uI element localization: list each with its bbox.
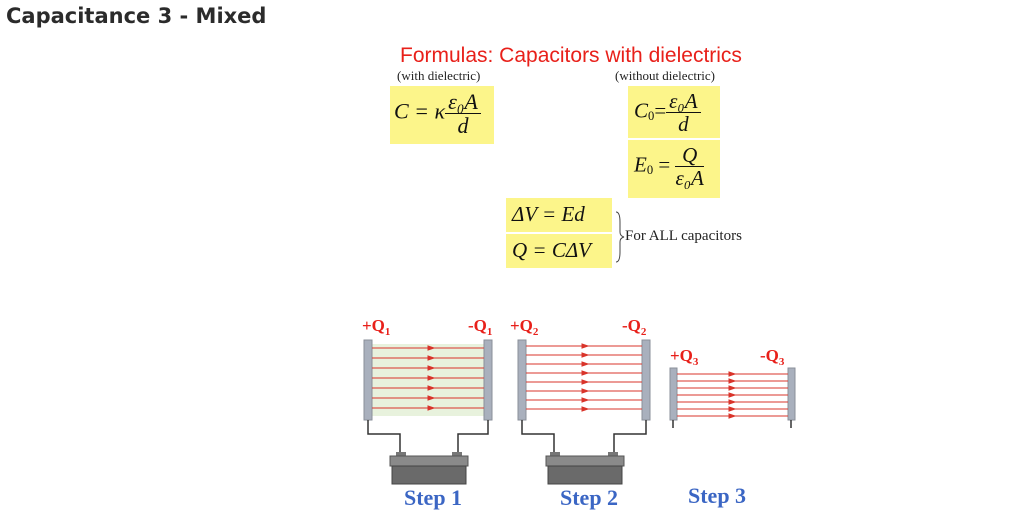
step1-negative-plate	[483, 339, 493, 421]
c0-numerator: ε₀A	[666, 90, 701, 114]
step1-minus-charge: -Q1	[468, 316, 493, 338]
without-dielectric-label: (without dielectric)	[615, 68, 715, 83]
step1-plus-charge: +Q1	[362, 316, 391, 338]
with-dielectric-label: (with dielectric)	[397, 68, 481, 83]
c0-lhs: C	[634, 98, 649, 123]
step3-leads	[672, 420, 792, 428]
step3-positive-plate	[669, 367, 678, 421]
e0-equals: =	[658, 152, 671, 177]
step2-plus-charge: +Q2	[510, 316, 539, 338]
voltage-field-formula: ΔV = Ed	[512, 202, 585, 226]
step2-wires	[521, 420, 647, 452]
step1-wires	[367, 420, 489, 452]
step-3-label: Step 3	[688, 483, 747, 508]
step3-plus-charge: +Q3	[670, 346, 699, 368]
step2-battery	[545, 452, 625, 485]
step2-field-lines	[526, 343, 642, 412]
q-formula-highlight	[506, 234, 612, 268]
step-2-label: Step 2	[560, 485, 619, 510]
c0-formula-highlight	[628, 86, 720, 138]
step3-capacitor	[669, 367, 796, 428]
step2-negative-plate	[641, 339, 651, 421]
charge-capacitance-formula: Q = CΔV	[512, 238, 591, 262]
c0-subscript: 0	[648, 108, 655, 123]
step1-battery	[389, 452, 469, 485]
c-numerator: ε₀A	[445, 90, 481, 115]
step1-positive-plate	[363, 339, 373, 421]
step2-capacitor	[517, 339, 651, 485]
c-lhs: C = κ	[394, 98, 446, 124]
formulas-heading: Formulas: Capacitors with dielectrics	[400, 44, 742, 67]
e0-formula-highlight	[628, 140, 720, 198]
c-denominator: d	[457, 113, 469, 139]
step3-negative-plate	[787, 367, 796, 421]
c0-denominator: d	[678, 112, 689, 137]
e0-lhs: E	[634, 152, 647, 177]
grouping-brace	[615, 211, 625, 263]
e0-subscript: 0	[646, 162, 654, 177]
c0-equals: =	[654, 98, 667, 123]
e0-numerator: Q	[675, 144, 704, 168]
step2-positive-plate	[517, 339, 527, 421]
dv-formula-highlight	[506, 198, 612, 232]
page-title: Capacitance 3 - Mixed	[6, 4, 267, 28]
step1-field-lines	[372, 345, 484, 411]
e0-denominator: ε₀A	[675, 166, 704, 191]
step1-capacitor	[363, 339, 493, 485]
step-1-label: Step 1	[404, 485, 463, 510]
step2-minus-charge: -Q2	[622, 316, 647, 338]
c-formula-highlight	[390, 86, 494, 144]
step3-field-lines	[677, 371, 788, 419]
step3-minus-charge: -Q3	[760, 346, 785, 368]
all-capacitors-note: For ALL capacitors	[625, 228, 742, 244]
